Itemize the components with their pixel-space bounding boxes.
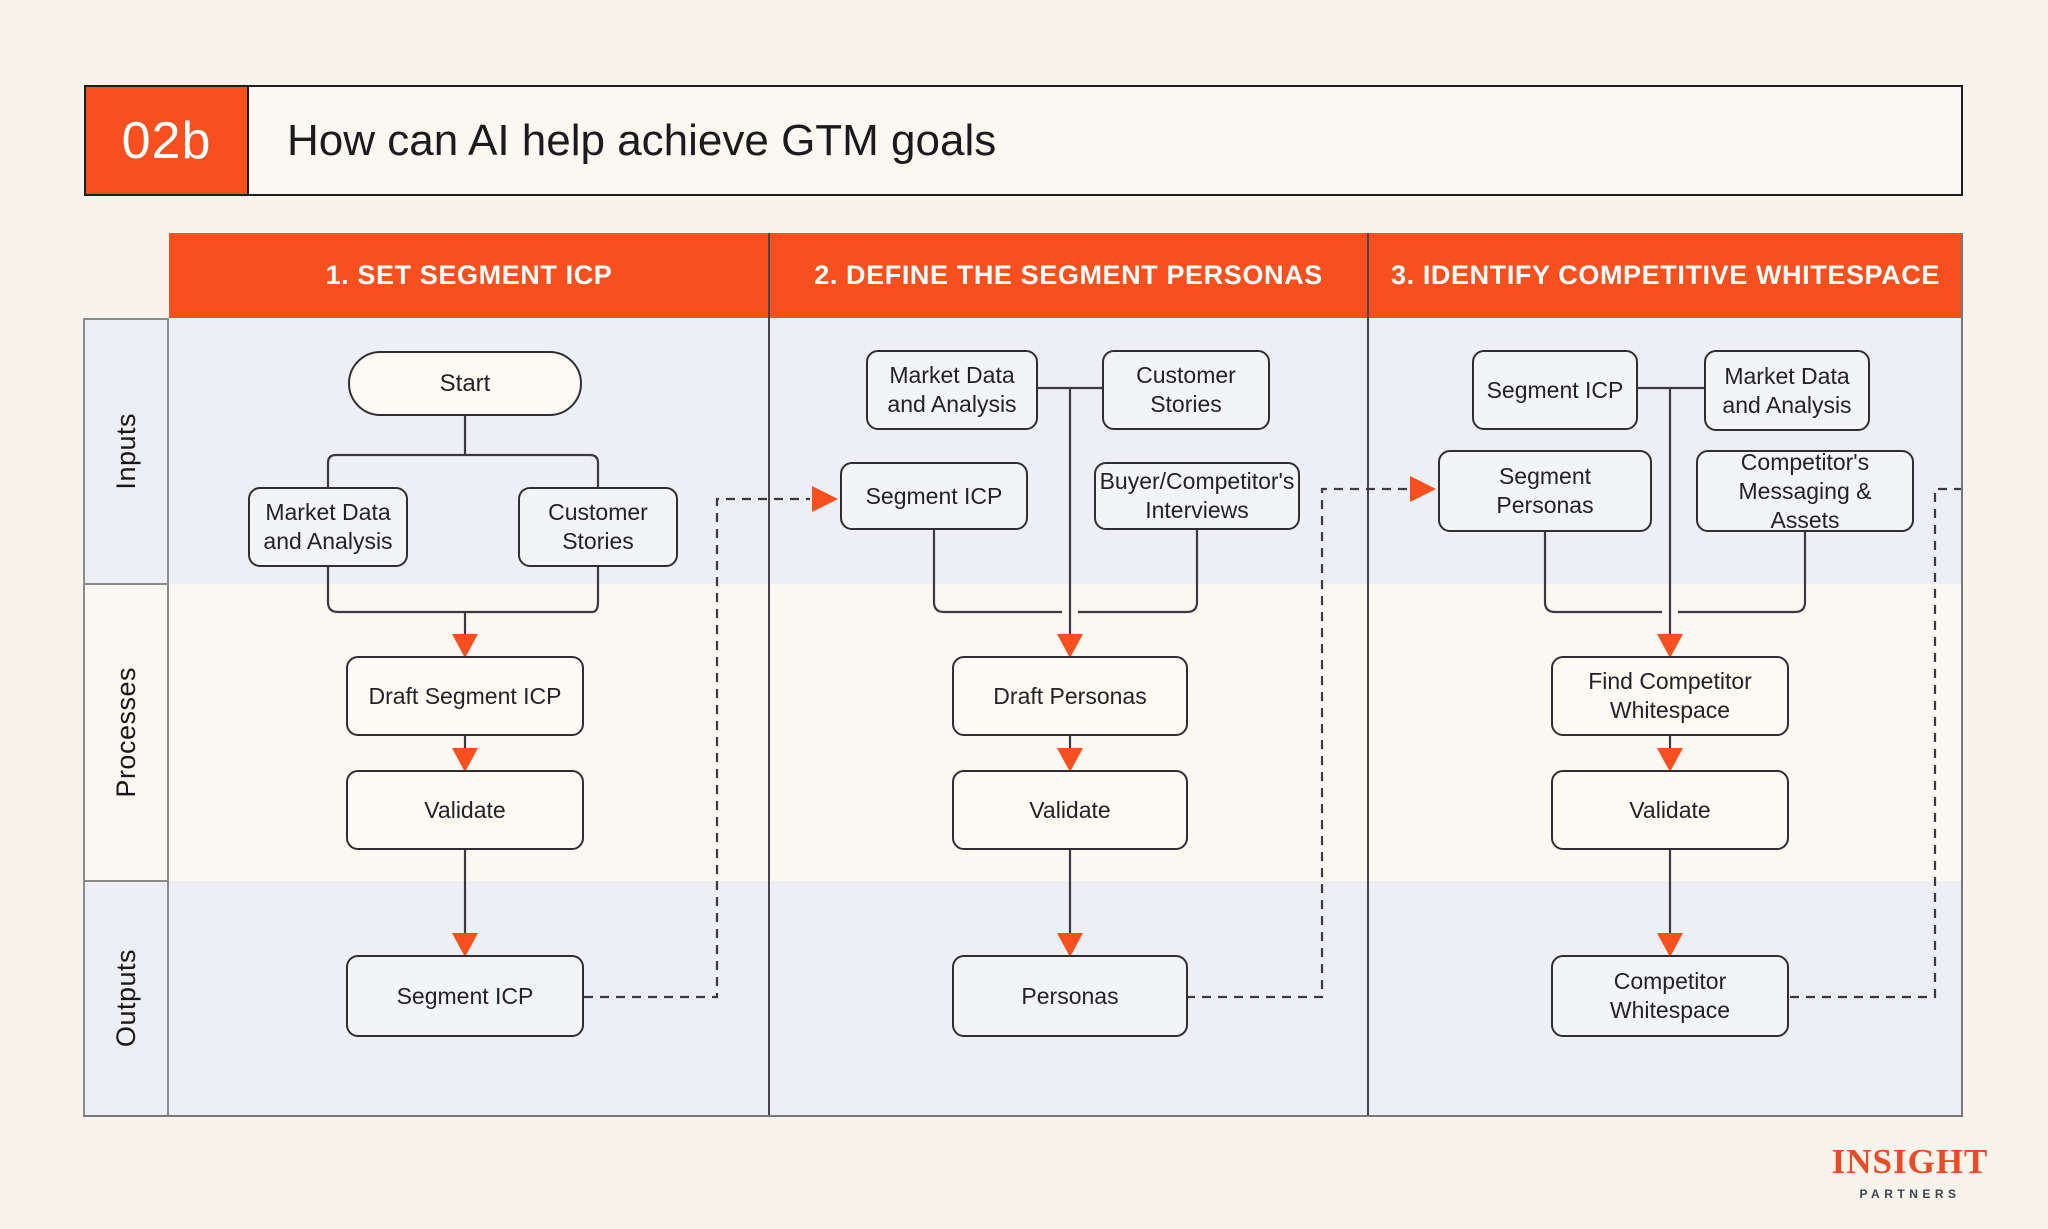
node-c2-market-data: Market Data and Analysis [866,350,1038,430]
node-c2-buyer-competitor-interviews: Buyer/Competitor's Interviews [1094,462,1300,530]
row-label-inputs: Inputs [83,318,169,585]
node-c2-segment-icp: Segment ICP [840,462,1028,530]
node-c3-output-competitor-whitespace: Competitor Whitespace [1551,955,1789,1037]
row-label-outputs: Outputs [83,880,169,1117]
node-c1-market-data: Market Data and Analysis [248,487,408,567]
node-c3-segment-personas: Segment Personas [1438,450,1652,532]
node-start: Start [348,351,582,416]
column-divider-2 [1367,233,1369,1117]
node-c2-customer-stories: Customer Stories [1102,350,1270,430]
node-c1-validate: Validate [346,770,584,850]
node-c2-validate: Validate [952,770,1188,850]
logo-subtext: PARTNERS [1859,1187,1961,1201]
logo-wordmark: INSIGHT [1831,1142,1989,1181]
column-header-2: 2. DEFINE THE SEGMENT PERSONAS [814,260,1323,290]
column-header-bar [169,233,1963,318]
insight-partners-logo: INSIGHT PARTNERS [1790,1142,2030,1201]
node-c1-output-segment-icp: Segment ICP [346,955,584,1037]
slide-number-badge: 02b [86,87,249,194]
row-label-outputs-text: Outputs [110,949,141,1048]
node-c2-output-personas: Personas [952,955,1188,1037]
node-c3-validate: Validate [1551,770,1789,850]
page-title: How can AI help achieve GTM goals [287,115,997,165]
node-c1-draft-segment-icp: Draft Segment ICP [346,656,584,736]
panel-bottom-border [83,1115,1963,1117]
node-c1-customer-stories: Customer Stories [518,487,678,567]
panel-right-border [1961,233,1963,1117]
node-c2-draft-personas: Draft Personas [952,656,1188,736]
node-c3-competitor-messaging-assets: Competitor's Messaging & Assets [1696,449,1914,533]
node-c3-find-competitor-whitespace: Find Competitor Whitespace [1551,656,1789,736]
title-bar: 02b How can AI help achieve GTM goals [84,85,1963,196]
row-label-processes-text: Processes [110,667,141,798]
column-header-1: 1. SET SEGMENT ICP [325,260,613,290]
node-c3-segment-icp: Segment ICP [1472,350,1638,430]
row-label-processes: Processes [83,583,169,882]
column-divider-1 [768,233,770,1117]
column-header-3: 3. IDENTIFY COMPETITIVE WHITESPACE [1391,260,1940,290]
row-label-inputs-text: Inputs [110,413,141,490]
node-c3-market-data: Market Data and Analysis [1704,350,1870,431]
